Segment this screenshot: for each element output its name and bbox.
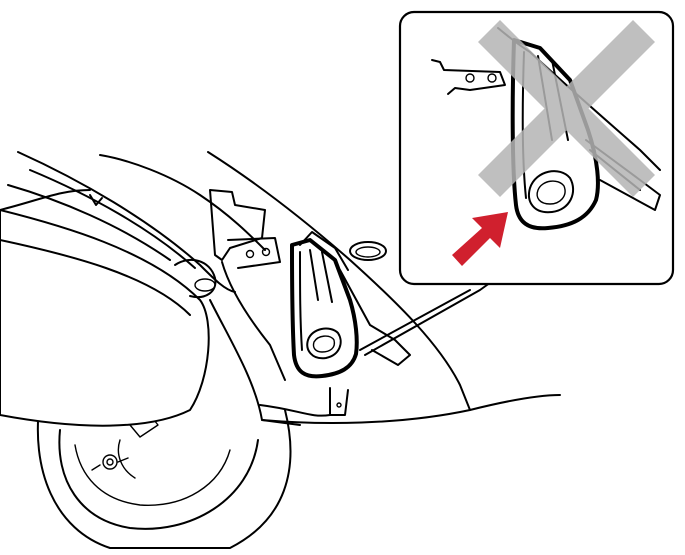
arrow-icon bbox=[452, 212, 508, 266]
floor-bracket bbox=[209, 189, 561, 426]
rear-bumper bbox=[0, 189, 210, 427]
cross-mark-icon bbox=[478, 20, 655, 197]
towing-hook bbox=[290, 231, 411, 416]
hole-plug bbox=[349, 241, 387, 261]
underbody-lines bbox=[7, 151, 471, 411]
detail-inset bbox=[398, 10, 675, 286]
main-scene bbox=[0, 151, 561, 549]
